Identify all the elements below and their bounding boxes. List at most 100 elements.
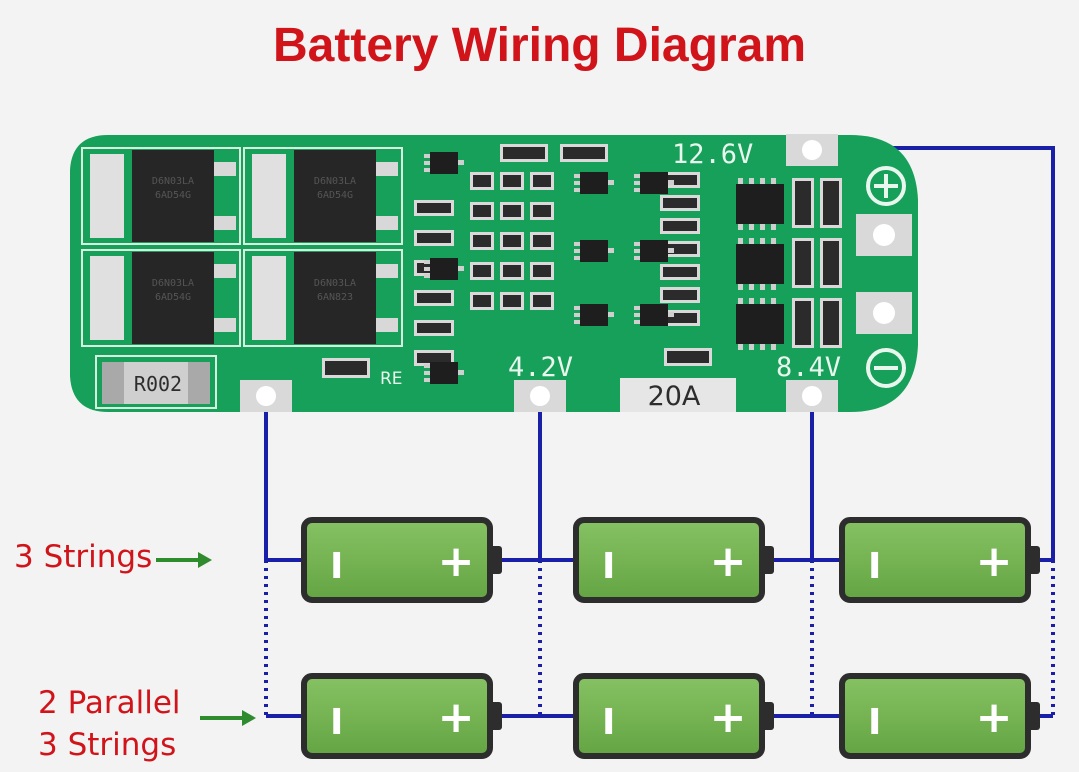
mosfet-marking: D6N03LA xyxy=(314,176,356,187)
current-rating-badge: 20A xyxy=(620,378,736,412)
battery-negative-icon: I xyxy=(602,546,615,587)
smd-ic xyxy=(736,178,784,230)
battery-positive-icon: + xyxy=(438,692,475,743)
sense-resistor-label: R002 xyxy=(134,372,182,396)
mosfet-marking: 6AD54G xyxy=(155,190,191,201)
smd-resistor xyxy=(470,172,494,190)
smd-resistor xyxy=(470,262,494,280)
solder-pad xyxy=(514,380,566,412)
smd-resistor xyxy=(560,144,608,162)
bms-board: D6N03LA6AD54GD6N03LA6AD54GD6N03LA6AD54GD… xyxy=(70,134,918,412)
mosfet-marking: D6N03LA xyxy=(152,176,194,187)
smd-resistor xyxy=(470,232,494,250)
smd-resistor xyxy=(530,292,554,310)
smd-resistor xyxy=(500,232,524,250)
smd-resistor xyxy=(792,178,814,228)
right-arrow-icon xyxy=(200,710,256,726)
smd-components xyxy=(322,144,842,384)
smd-resistor xyxy=(500,172,524,190)
solder-pad xyxy=(856,214,912,256)
smd-resistor xyxy=(470,292,494,310)
battery-cell: I+ xyxy=(839,517,1040,603)
solder-pads xyxy=(240,134,912,412)
solder-pad xyxy=(786,134,838,166)
battery-cell: I+ xyxy=(573,517,774,603)
label-parallel-line2: 3 Strings xyxy=(38,727,177,763)
mosfet-marking: 6AD54G xyxy=(155,292,191,303)
label-arrows xyxy=(156,552,256,726)
mosfet-marking: D6N03LA xyxy=(152,278,194,289)
smd-chip xyxy=(424,362,464,384)
battery-negative-icon: I xyxy=(602,702,615,743)
smd-resistor xyxy=(660,264,700,280)
wires xyxy=(264,146,1055,718)
smd-resistor xyxy=(530,232,554,250)
battery-pack: I+I+I+I+I+I+ xyxy=(301,517,1040,759)
smd-ic xyxy=(736,238,784,290)
smd-resistor xyxy=(322,358,370,378)
label-parallel-line1: 2 Parallel xyxy=(38,685,181,721)
mosfet: D6N03LA 6AN823 xyxy=(243,249,403,347)
mosfet-marking: 6AN823 xyxy=(317,292,353,303)
solder-pad xyxy=(786,380,838,412)
smd-resistor xyxy=(530,202,554,220)
battery-negative-icon: I xyxy=(330,546,343,587)
smd-resistor xyxy=(820,238,842,288)
smd-ic xyxy=(736,298,784,350)
mosfet: D6N03LA 6AD54G xyxy=(81,147,241,245)
smd-resistor xyxy=(660,287,700,303)
right-arrow-icon xyxy=(156,552,212,568)
battery-positive-icon: + xyxy=(976,692,1013,743)
battery-negative-icon: I xyxy=(330,702,343,743)
smd-chip xyxy=(574,304,614,326)
smd-resistor xyxy=(660,218,700,234)
label-3-strings-text: 3 Strings xyxy=(14,539,153,575)
battery-positive-icon: + xyxy=(438,536,475,587)
smd-chip xyxy=(574,172,614,194)
smd-resistor xyxy=(792,238,814,288)
smd-resistor xyxy=(470,202,494,220)
battery-positive-icon: + xyxy=(710,692,747,743)
smd-resistor xyxy=(500,292,524,310)
smd-resistor xyxy=(530,262,554,280)
smd-resistor xyxy=(792,298,814,348)
diagram-title: Battery Wiring Diagram xyxy=(272,19,806,72)
smd-resistor xyxy=(820,298,842,348)
smd-resistor xyxy=(414,230,454,246)
smd-resistor xyxy=(414,200,454,216)
smd-resistor xyxy=(500,262,524,280)
smd-resistor xyxy=(500,144,548,162)
re-label: RE xyxy=(380,369,403,389)
mosfet: D6N03LA 6AD54G xyxy=(81,249,241,347)
smd-resistor xyxy=(664,348,712,366)
smd-resistor xyxy=(820,178,842,228)
label-3-strings: 3 Strings xyxy=(14,536,152,578)
smd-chip xyxy=(634,240,674,262)
smd-chip xyxy=(574,240,614,262)
terminal-label-8v4: 8.4V xyxy=(776,352,841,383)
smd-resistor xyxy=(500,202,524,220)
solder-pad xyxy=(856,292,912,334)
current-rating-text: 20A xyxy=(648,381,701,412)
smd-resistor xyxy=(414,320,454,336)
smd-resistor xyxy=(414,290,454,306)
sense-resistor: R002 xyxy=(95,355,217,409)
battery-cell: I+ xyxy=(301,517,502,603)
battery-negative-icon: I xyxy=(868,702,881,743)
smd-resistor xyxy=(660,195,700,211)
solder-pad xyxy=(240,380,292,412)
battery-cell: I+ xyxy=(301,673,502,759)
wire xyxy=(850,146,1055,560)
battery-positive-icon: + xyxy=(976,536,1013,587)
smd-chip xyxy=(424,258,464,280)
smd-chip xyxy=(634,172,674,194)
mosfet-marking: D6N03LA xyxy=(314,278,356,289)
plus-circle-icon xyxy=(866,166,906,206)
smd-resistor xyxy=(530,172,554,190)
battery-cell: I+ xyxy=(573,673,774,759)
terminal-label-12v6: 12.6V xyxy=(672,139,753,170)
battery-negative-icon: I xyxy=(868,546,881,587)
terminal-label-4v2: 4.2V xyxy=(508,352,573,383)
